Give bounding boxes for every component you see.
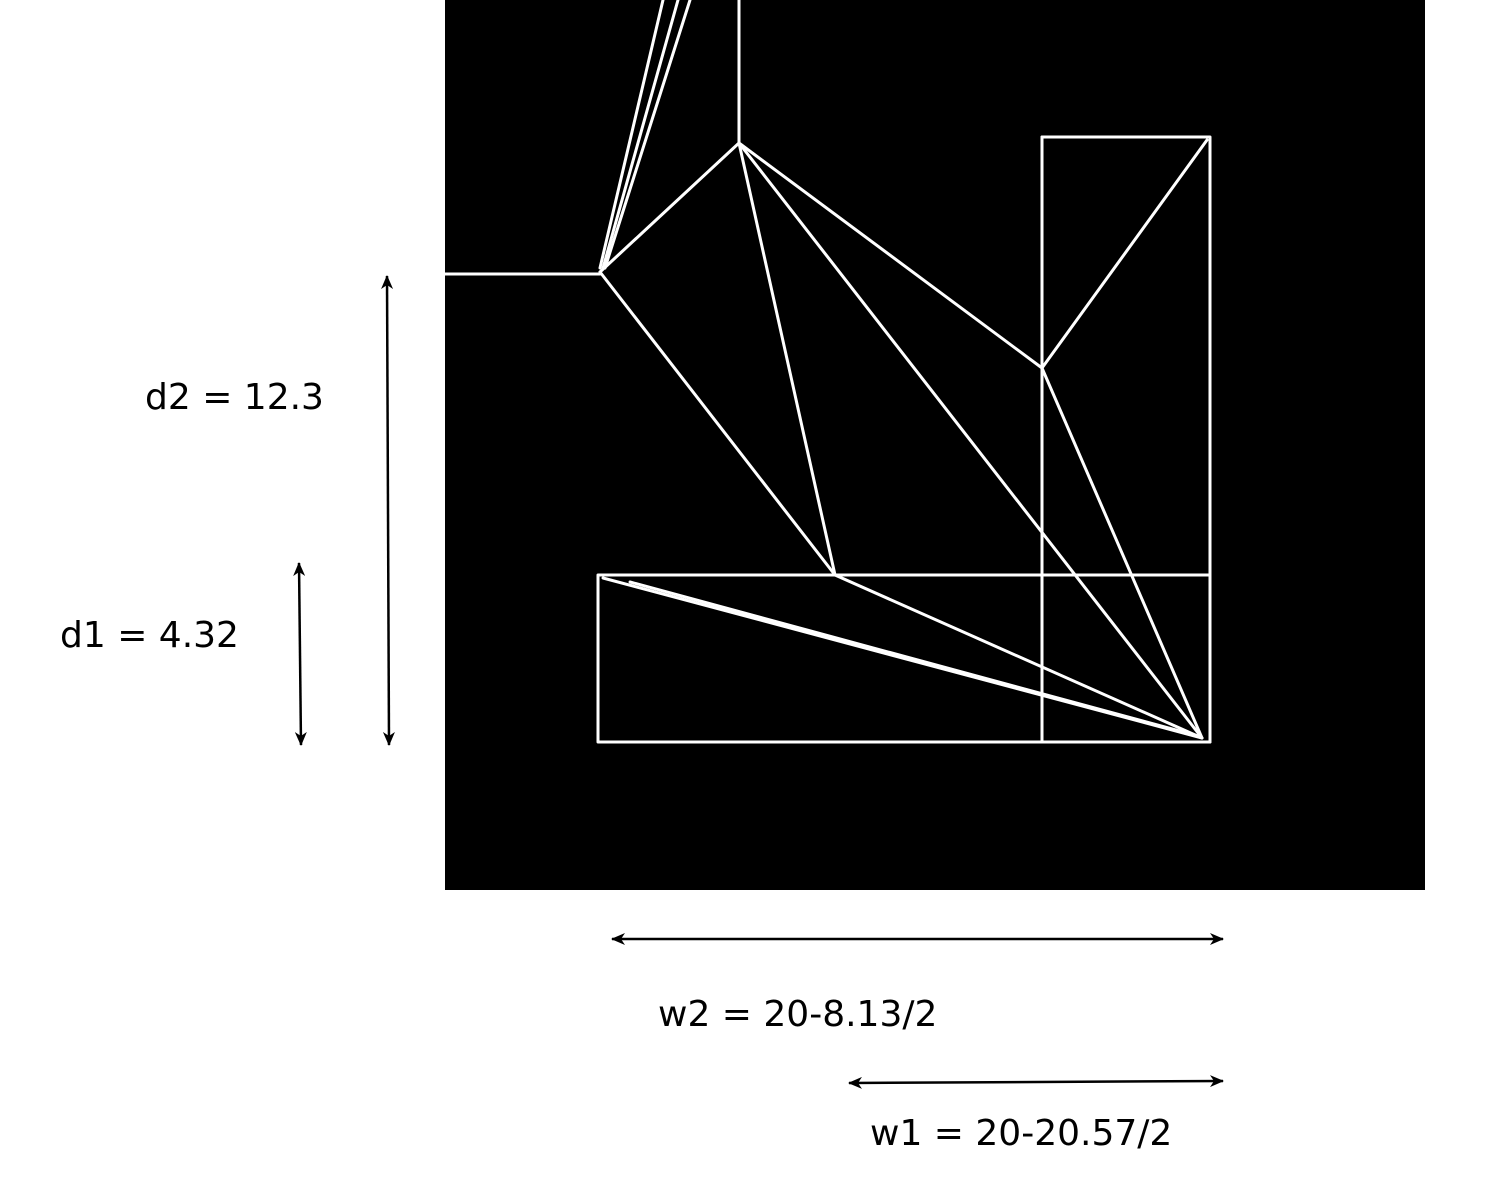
d2-label: d2 = 12.3	[145, 377, 324, 418]
mesh-edge	[598, 0, 665, 270]
d1-dimension-arrow	[293, 562, 307, 746]
d2-dimension-arrow	[381, 275, 395, 746]
mesh-bottom-rect	[596, 573, 1212, 744]
mesh-edge	[603, 0, 692, 270]
mesh-edge	[598, 270, 837, 577]
mesh-edge	[598, 141, 741, 274]
mesh-edge	[1040, 366, 1204, 740]
w1-label: w1 = 20-20.57/2	[870, 1113, 1172, 1154]
mesh-edge	[601, 0, 680, 270]
w1-dimension-arrow	[848, 1075, 1224, 1089]
mesh-edge	[833, 573, 1204, 740]
mesh-edge	[737, 141, 1044, 370]
mesh-panel	[445, 0, 1425, 890]
d1-label: d1 = 4.32	[60, 615, 239, 656]
w2-label: w2 = 20-8.13/2	[658, 994, 937, 1035]
mesh-edge	[737, 141, 1204, 740]
mesh-edge	[1040, 138, 1209, 370]
mesh-edge	[737, 141, 837, 577]
mesh-edge	[628, 580, 1200, 738]
mesh-wireframe	[443, 0, 1212, 744]
